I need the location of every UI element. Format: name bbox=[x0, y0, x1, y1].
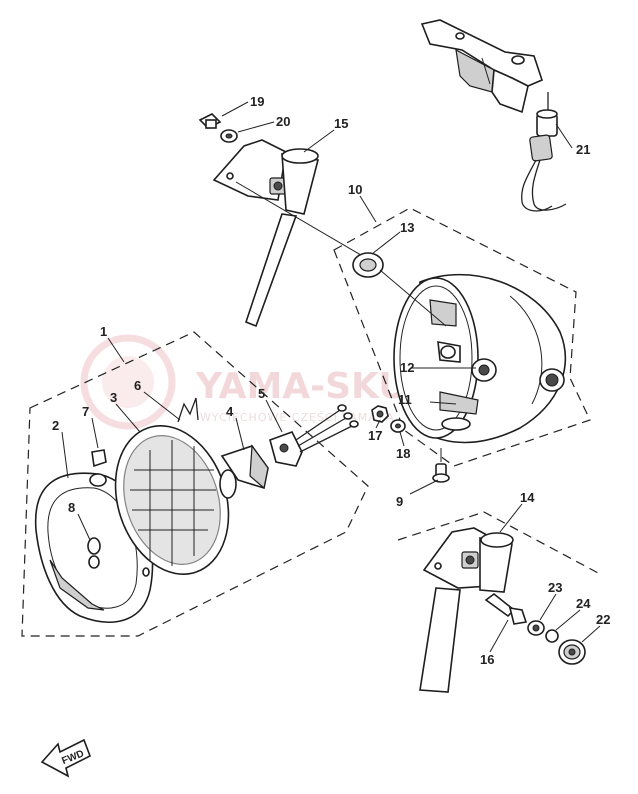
callout-18: 18 bbox=[396, 446, 410, 461]
callout-2: 2 bbox=[52, 418, 59, 433]
bulb-connector-5 bbox=[269, 404, 359, 467]
callout-7: 7 bbox=[82, 404, 89, 419]
forward-direction-arrow: FWD bbox=[40, 738, 92, 778]
assembly-boundary-lower bbox=[397, 511, 601, 575]
callout-21: 21 bbox=[576, 142, 590, 157]
callout-20: 20 bbox=[276, 114, 290, 129]
callout-15: 15 bbox=[334, 116, 348, 131]
bolt-16 bbox=[484, 592, 528, 625]
nut-22 bbox=[558, 639, 586, 665]
callout-8: 8 bbox=[68, 500, 75, 515]
headlight-stay-14 bbox=[419, 527, 514, 693]
leader-lines bbox=[61, 101, 601, 653]
callout-14: 14 bbox=[520, 490, 535, 505]
washer-23-hole bbox=[532, 624, 540, 632]
socket-cap-4 bbox=[220, 444, 269, 490]
callout-1: 1 bbox=[100, 324, 107, 339]
callout-23: 23 bbox=[548, 580, 562, 595]
assembly-boundary-right bbox=[333, 207, 591, 467]
callout-16: 16 bbox=[480, 652, 494, 667]
callout-22: 22 bbox=[596, 612, 610, 627]
callout-11: 11 bbox=[398, 392, 412, 407]
grommet-13 bbox=[352, 252, 384, 278]
nut-17 bbox=[371, 405, 389, 423]
spring-washer-24 bbox=[545, 629, 559, 643]
callout-3: 3 bbox=[110, 390, 117, 405]
spring-6 bbox=[177, 397, 199, 423]
callout-10: 10 bbox=[348, 182, 362, 197]
leader-bracket-alignment bbox=[235, 181, 367, 259]
callout-4: 4 bbox=[226, 404, 234, 419]
sealed-beam-unit-3 bbox=[114, 425, 237, 575]
callout-6: 6 bbox=[134, 378, 141, 393]
callout-12: 12 bbox=[400, 360, 414, 375]
headlight-stay-15 bbox=[212, 139, 319, 328]
grommet-12 bbox=[471, 358, 497, 382]
callout-9: 9 bbox=[396, 494, 403, 509]
callout-labels: 1 2 3 4 5 6 7 8 9 10 11 12 13 14 15 16 1… bbox=[52, 94, 610, 667]
bulb-socket-cable bbox=[521, 92, 567, 212]
callout-13: 13 bbox=[400, 220, 414, 235]
leader-grommet-alignment bbox=[379, 269, 447, 327]
callout-17: 17 bbox=[368, 428, 382, 443]
callout-19: 19 bbox=[250, 94, 264, 109]
screw-7 bbox=[89, 449, 107, 487]
callout-24: 24 bbox=[576, 596, 591, 611]
callout-5: 5 bbox=[258, 386, 265, 401]
washer-18 bbox=[390, 419, 406, 433]
headlight-housing bbox=[393, 273, 567, 444]
assembly-boundary-left bbox=[21, 331, 369, 637]
upper-mount-bracket bbox=[420, 19, 543, 114]
bolt-19 bbox=[198, 113, 222, 129]
washer-20-hole bbox=[225, 133, 233, 139]
